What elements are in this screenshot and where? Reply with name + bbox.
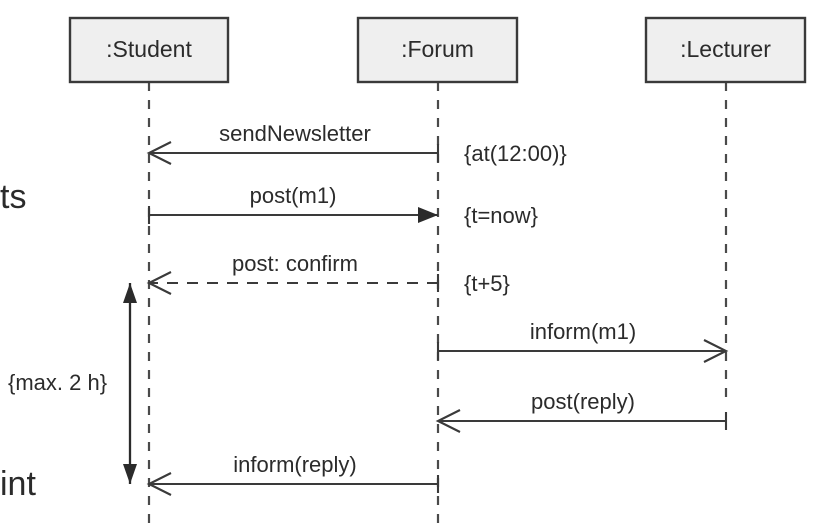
arrowhead-open-post-confirm: [146, 271, 172, 295]
edge-text-fragment-bottom: int: [0, 465, 36, 503]
lifeline-head-student[interactable]: :Student: [68, 16, 230, 84]
message-labels-layer: sendNewsletter post(m1) post: confirm infor…: [219, 121, 636, 477]
timing-constraint-at-12: {at(12:00)}: [464, 141, 567, 166]
message-label-inform-m1: inform(m1): [530, 319, 636, 344]
lifeline-label-forum: :Forum: [401, 36, 474, 62]
message-inform-m1[interactable]: [436, 339, 729, 363]
duration-constraint-label: {max. 2 h}: [8, 370, 107, 395]
timing-constraints-layer: {at(12:00)} {t=now} {t+5}: [464, 141, 567, 296]
lifeline-label-lecturer: :Lecturer: [680, 36, 771, 62]
lifeline-box-forum[interactable]: [356, 16, 519, 84]
arrowhead-open-inform-m1: [703, 339, 729, 363]
duration-arrowhead-top: [123, 283, 137, 303]
duration-arrowhead-bottom: [123, 464, 137, 484]
message-post-reply[interactable]: [435, 409, 728, 433]
messages-layer: [146, 141, 729, 496]
lifeline-box-student[interactable]: [68, 16, 230, 84]
arrowhead-open-send-newsletter: [146, 141, 172, 165]
message-inform-reply[interactable]: [146, 472, 440, 496]
message-send-newsletter[interactable]: [146, 141, 440, 165]
message-post-confirm[interactable]: [146, 271, 440, 295]
arrowhead-filled-post-m1: [418, 207, 438, 223]
timing-constraint-t-plus-5: {t+5}: [464, 271, 510, 296]
arrowhead-open-post-reply: [435, 409, 461, 433]
message-label-inform-reply: inform(reply): [233, 452, 356, 477]
lifeline-heads: :Student :Forum :Lecturer: [68, 16, 807, 84]
message-label-post-confirm: post: confirm: [232, 251, 358, 276]
edge-text-fragment-top: ts: [0, 178, 26, 216]
message-label-post-reply: post(reply): [531, 389, 635, 414]
message-post-m1[interactable]: [147, 206, 438, 224]
message-label-send-newsletter: sendNewsletter: [219, 121, 371, 146]
duration-constraint-arrow: [123, 283, 137, 484]
lifeline-box-lecturer[interactable]: [644, 16, 807, 84]
lifeline-head-lecturer[interactable]: :Lecturer: [644, 16, 807, 84]
message-label-post-m1: post(m1): [250, 183, 337, 208]
arrowhead-open-inform-reply: [146, 472, 172, 496]
lifeline-label-student: :Student: [106, 36, 192, 62]
edge-text-fragments: ts int: [0, 178, 36, 503]
lifeline-head-forum[interactable]: :Forum: [356, 16, 519, 84]
timing-constraint-t-now: {t=now}: [464, 203, 538, 228]
